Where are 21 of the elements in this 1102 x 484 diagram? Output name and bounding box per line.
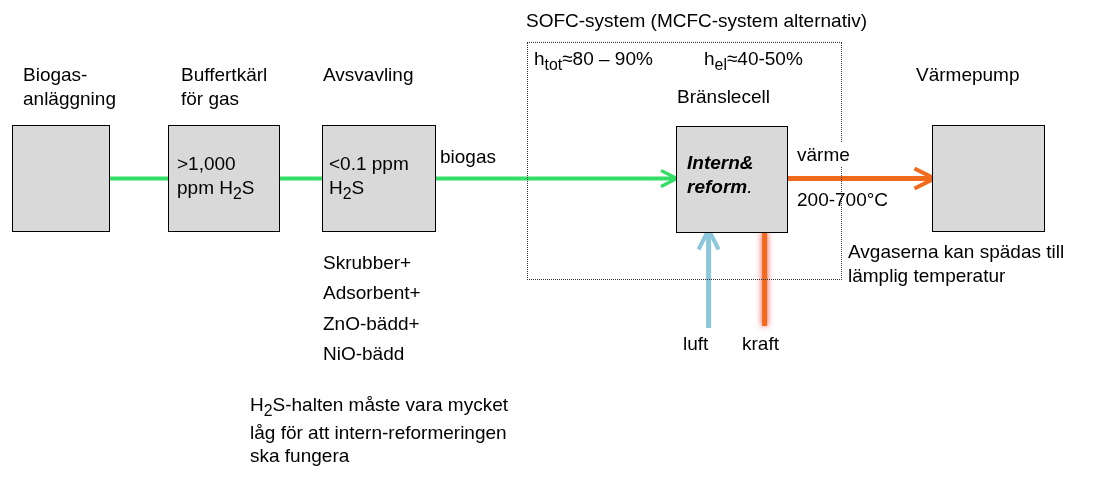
edge-label: värme xyxy=(797,143,850,167)
heading: Värmepump xyxy=(916,63,1021,87)
connector-line xyxy=(762,232,768,326)
box-text: >1,000 ppm H$_{2}$S xyxy=(177,152,256,204)
connector-line xyxy=(280,176,322,181)
connector-line xyxy=(110,176,168,181)
input-label: luft xyxy=(683,332,710,356)
heading: Buffertkärl för gas xyxy=(181,63,269,111)
heading: SOFC-system (MCFC-system alternativ) xyxy=(526,9,867,33)
note-text: H$_{2}$S-halten måste vara mycket låg för att intern-reformeringen ska fungera xyxy=(250,393,510,469)
note-text: 200-700°C xyxy=(797,188,889,212)
heading: Biogas- anläggning xyxy=(23,63,117,111)
box-text: Intern& reform. xyxy=(687,151,755,199)
note-text: Skrubber+ Adsorbent+ ZnO-bädd+ NiO-bädd xyxy=(323,251,422,367)
input-label: kraft xyxy=(742,332,780,356)
box-text: h$_{tot}$≈80 – 90% xyxy=(534,47,653,75)
box-text: <0.1 ppm H$_{2}$S xyxy=(329,152,410,204)
box-text: h$_{el}$≈40-50% xyxy=(704,47,803,75)
heading: Avsvavling xyxy=(323,63,415,87)
note-text: Avgaserna kan spädas till lämplig temperatur xyxy=(848,240,1066,288)
heading: Bränslecell xyxy=(677,85,770,109)
